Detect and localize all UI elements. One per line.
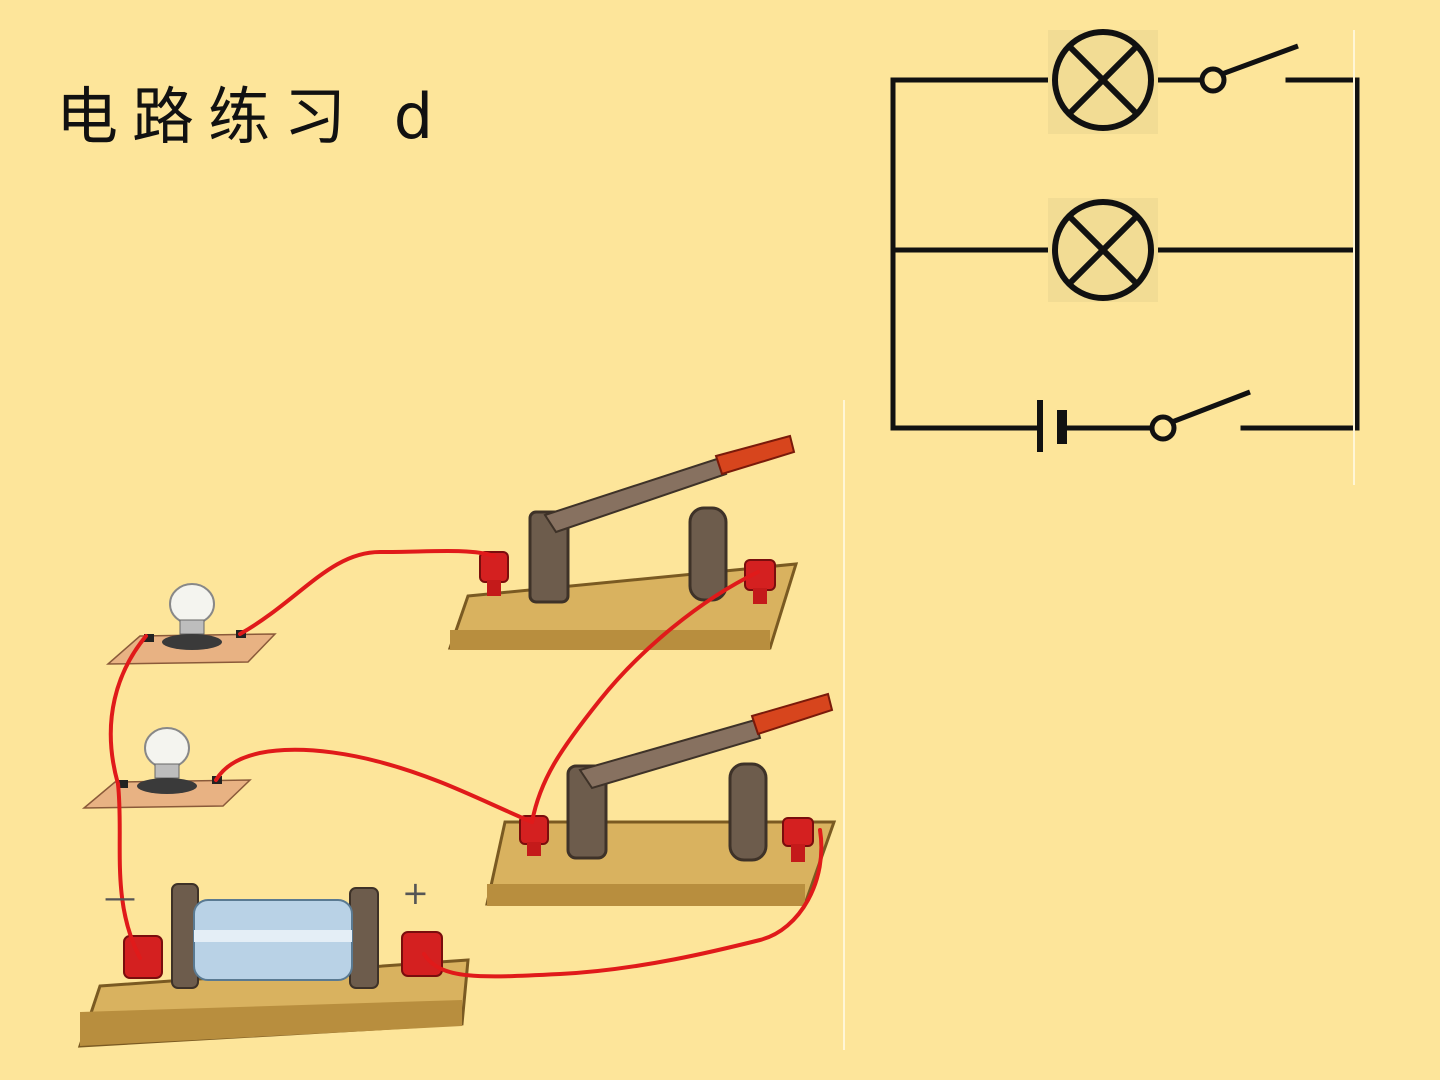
battery-holder xyxy=(77,883,470,1048)
wire-bulb2-to-battery xyxy=(116,782,142,960)
switch-symbol-bottom xyxy=(1149,389,1251,442)
battery-negative-label: — xyxy=(104,878,136,916)
bulb-middle xyxy=(81,727,252,809)
wire-switch2-to-battery xyxy=(422,828,824,979)
wire-bulb1-to-switch1 xyxy=(238,549,496,636)
knife-switch-bottom xyxy=(485,692,837,906)
wire-switch1-to-switch2 xyxy=(530,570,760,824)
battery-symbol xyxy=(1035,400,1080,452)
lamp-symbol-middle xyxy=(1048,198,1158,302)
battery-positive-label: + xyxy=(402,874,429,912)
wire-bulb1-to-bulb2 xyxy=(108,634,148,786)
wire-bulb2-to-switch2 xyxy=(214,747,534,824)
switch-symbol-top xyxy=(1199,43,1299,94)
slide-title: 电路练习 d xyxy=(56,80,448,153)
knife-switch-top xyxy=(447,434,799,650)
connecting-wires xyxy=(108,549,824,979)
lamp-symbol-top xyxy=(1048,29,1158,134)
